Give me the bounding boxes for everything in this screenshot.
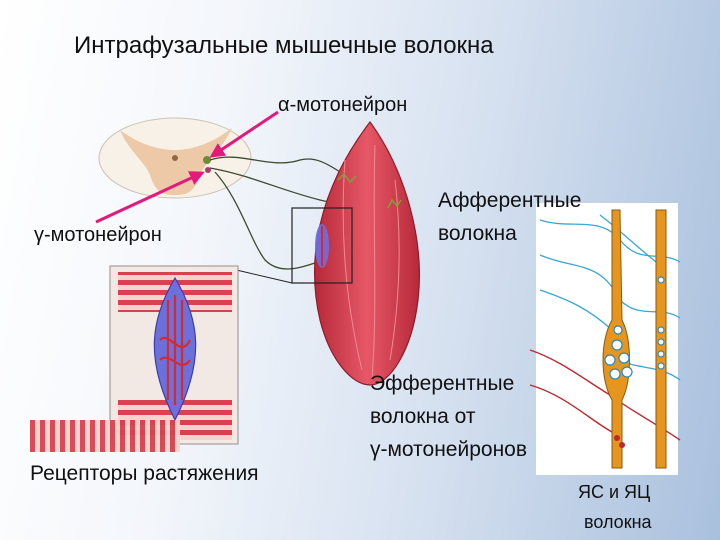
efferent-fibers-label-line3: γ-мотонейронов (370, 438, 528, 461)
stretch-receptors-label: Рецепторы растяжения (30, 462, 259, 485)
page-title: Интрафузальные мышечные волокна (74, 32, 494, 59)
gamma-pointer-arrow (95, 171, 205, 224)
skeletal-muscle (314, 120, 420, 386)
bag-chain-fibers-label-line2: волокна (584, 512, 652, 532)
gamma-motoneuron-label: γ-мотонейрон (34, 224, 162, 246)
alpha-motoneuron-body (203, 156, 211, 164)
efferent-fibers-label-line1: Эфферентные (370, 372, 515, 395)
afferent-fibers-label-line1: Афферентные (438, 189, 582, 212)
pointer-arrows (95, 110, 279, 224)
alpha-motoneuron-label: α-мотонейрон (278, 94, 408, 116)
alpha-pointer-arrow (209, 110, 279, 158)
spinal-cord-section (98, 117, 252, 199)
bag-chain-fibers-label-line1: ЯС и ЯЦ (578, 482, 651, 502)
nuclear-bag-chain-fibers (529, 203, 681, 475)
efferent-fibers-label-line2: волокна от (370, 405, 476, 428)
afferent-fibers-label-line2: волокна (438, 222, 517, 245)
gamma-motoneuron-body (205, 167, 211, 173)
spindle-inset-box (227, 207, 353, 284)
spindle-enlarged-view (30, 265, 239, 452)
